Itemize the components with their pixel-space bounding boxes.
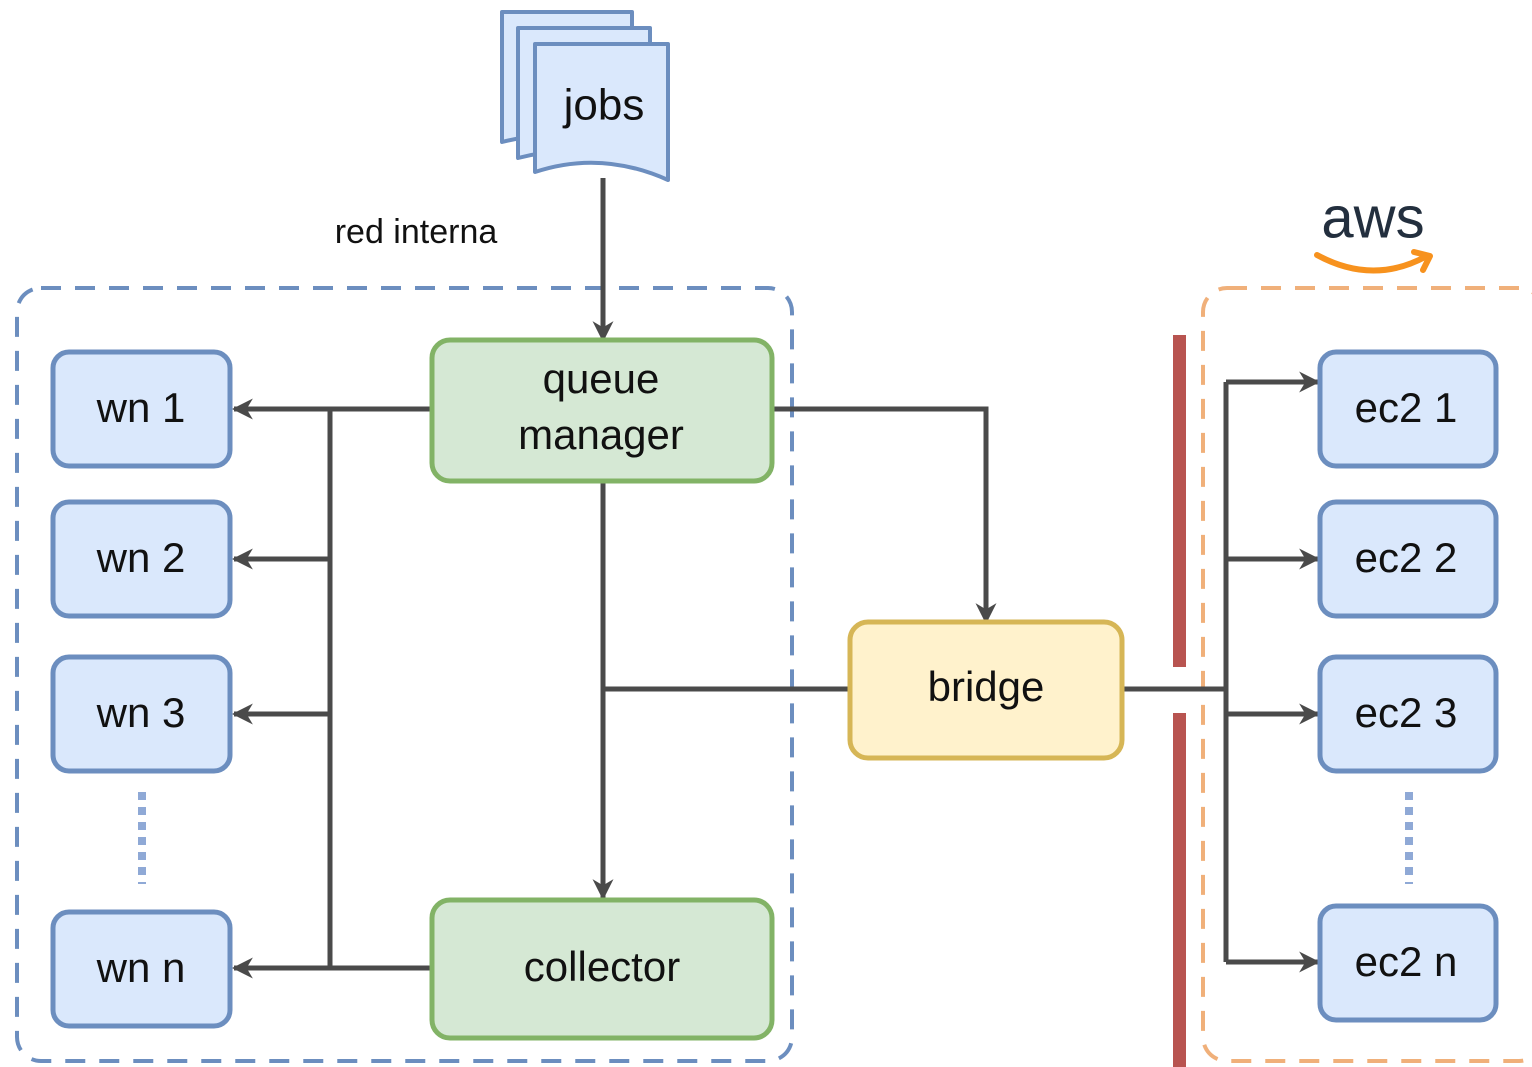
ec2-node-label: ec2 3 [1355,689,1458,736]
queue-manager-node: queue manager [429,337,775,484]
ec2-node-label: ec2 2 [1355,534,1458,581]
internal-network-label: red interna [335,213,498,251]
worker-node-label: wn 1 [96,384,186,431]
worker-node: wn 2 [50,499,233,619]
jobs-document-stack: jobs [500,10,670,182]
aws-logo-text: aws [1321,185,1424,250]
internal-network-boundary [15,286,794,1063]
ec2-node: ec2 1 [1317,349,1499,469]
aws-boundary [1201,286,1532,1063]
bridge-label: bridge [928,663,1045,710]
ec2-node: ec2 3 [1317,654,1499,774]
queue-manager-label-line2: manager [518,411,684,458]
queue-manager-label-line1: queue [543,355,660,402]
firewall-bar-lower [1173,713,1186,1067]
aws-logo-icon: aws [1314,185,1433,274]
worker-node: wn n [50,909,233,1029]
worker-node-label: wn 2 [96,534,186,581]
worker-node-label: wn 3 [96,689,186,736]
bridge-node: bridge [847,619,1125,761]
jobs-label: jobs [562,81,645,130]
ec2-node-label: ec2 n [1355,938,1458,985]
collector-node: collector [429,897,775,1041]
worker-node: wn 1 [50,349,233,469]
edge-queue-manager-to-bridge [772,406,997,625]
firewall-bar-upper [1173,335,1186,667]
ec2-node-label: ec2 1 [1355,384,1458,431]
collector-label: collector [524,943,680,990]
worker-node-label: wn n [96,944,186,991]
ec2-node: ec2 2 [1317,499,1499,619]
worker-node: wn 3 [50,654,233,774]
ec2-node: ec2 n [1317,903,1499,1023]
connections [231,178,1321,979]
